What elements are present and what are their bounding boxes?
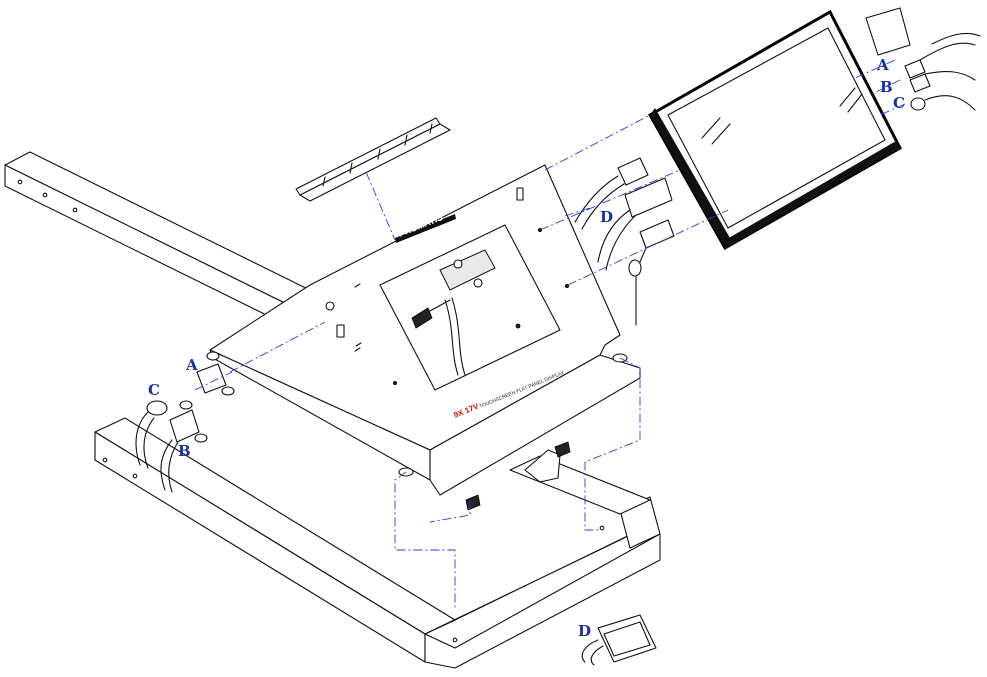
left-side-connectors [135,351,235,493]
callout-left-a: A [185,356,198,374]
callout-monitor-c: C [893,94,905,112]
display-enclosure: PROMATIS 9X 17V TOUCHSCREEN FLAT PANEL D… [209,164,641,496]
callout-cable-d: D [600,208,613,226]
touchscreen-monitor [647,7,911,251]
callout-monitor-a: A [876,56,889,74]
assembly-leader-lines [194,59,906,610]
top-mounting-bracket [295,117,451,202]
callout-bottom-d: D [578,622,591,640]
monitor-side-connectors [904,32,981,111]
callout-monitor-b: B [880,78,893,96]
callout-left-c: C [148,381,160,399]
monitor-rear-cables [574,157,675,326]
db-connector-d [581,614,657,666]
lower-base-frame [94,417,661,669]
hinge-foot [465,441,571,511]
callout-left-b: B [178,442,191,460]
